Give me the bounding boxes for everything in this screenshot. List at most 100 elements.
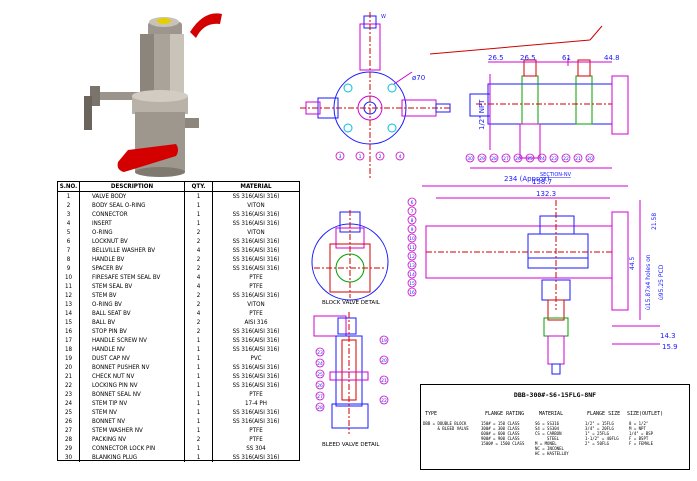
item-balloon: 1 bbox=[355, 151, 365, 161]
balloon-number: 16 bbox=[409, 290, 415, 296]
row-material: PTFE bbox=[249, 391, 263, 398]
row-description: BALL BV bbox=[80, 318, 185, 327]
row-description: BONNET NV bbox=[80, 417, 185, 426]
row-material: SS 316(AISI 316) bbox=[232, 418, 280, 425]
row-sno: 4 bbox=[58, 219, 80, 228]
row-sno: 18 bbox=[58, 345, 80, 354]
row-material: SS 316(AISI 316) bbox=[232, 238, 280, 245]
row-description: STOP PIN BV bbox=[80, 327, 185, 336]
row-description: SPACER BV bbox=[80, 264, 185, 273]
item-balloon: 13 bbox=[407, 260, 417, 270]
product-photo bbox=[84, 13, 222, 177]
balloon-circle bbox=[407, 269, 417, 279]
row-material: SS 316(AISI 316) bbox=[232, 373, 280, 380]
row-material: SS 316(AISI 316) bbox=[232, 454, 280, 461]
row-sno: 23 bbox=[58, 390, 80, 399]
balloon-number: 23 bbox=[317, 350, 323, 356]
row-qty: 1 bbox=[185, 453, 213, 462]
row-material: SS 316(AISI 316) bbox=[232, 211, 280, 218]
ordering-code-box: DBB-300#-S6-15FLG-8NF TYPE FLANGE RATING… bbox=[420, 384, 690, 470]
row-qty: 1 bbox=[185, 390, 213, 399]
row-description: STEM TIP NV bbox=[80, 399, 185, 408]
row-sno: 27 bbox=[58, 426, 80, 435]
balloon-number: 27 bbox=[503, 156, 509, 162]
row-description: BALL SEAT BV bbox=[80, 309, 185, 318]
row-description: HANDLE SCREW NV bbox=[80, 336, 185, 345]
row-description: BELLVILLE WASHER BV bbox=[80, 246, 185, 255]
dim-15-9: 15.9 bbox=[662, 343, 678, 351]
balloon-circle bbox=[355, 151, 365, 161]
row-description: STEM BV bbox=[80, 291, 185, 300]
balloon-number: 6 bbox=[411, 200, 414, 206]
row-qty: 4 bbox=[185, 273, 213, 282]
item-balloon: 24 bbox=[537, 153, 547, 163]
row-sno: 5 bbox=[58, 228, 80, 237]
item-balloon: 11 bbox=[407, 242, 417, 252]
row-material: SS 316(AISI 316) bbox=[232, 337, 280, 344]
balloon-number: 8 bbox=[411, 218, 414, 224]
item-balloon: 23 bbox=[549, 153, 559, 163]
row-material: VITON bbox=[247, 229, 265, 236]
item-balloon: 7 bbox=[407, 206, 417, 216]
code-list-outlet: 8 = 1/2" M = NPT 1/4" = BSP F = BSPT F =… bbox=[629, 421, 654, 446]
row-description: O-RING bbox=[80, 228, 185, 237]
row-sno: 2 bbox=[58, 201, 80, 210]
row-description: LOCKNUT BV bbox=[80, 237, 185, 246]
row-material: SS 316(AISI 316) bbox=[232, 265, 280, 272]
row-sno: 17 bbox=[58, 336, 80, 345]
code-list-type: DBB = DOUBLE BLOCK & BLEED VALVE bbox=[423, 421, 469, 431]
item-balloon: 28 bbox=[489, 153, 499, 163]
row-material: AISI 316 bbox=[244, 319, 268, 326]
row-qty: 4 bbox=[185, 246, 213, 255]
balloon-circle bbox=[315, 402, 325, 412]
item-balloon: 4 bbox=[395, 151, 405, 161]
balloon-circle bbox=[561, 153, 571, 163]
block-valve-title: BLOCK VALVE DETAIL bbox=[322, 300, 381, 306]
balloon-circle bbox=[407, 215, 417, 225]
balloon-circle bbox=[549, 153, 559, 163]
overall-length: 234 (Approx) bbox=[504, 175, 550, 183]
item-balloon: 29 bbox=[477, 153, 487, 163]
balloon-number: 22 bbox=[381, 398, 387, 404]
dim-158-7: 158.7 bbox=[532, 178, 552, 186]
row-material: SS 316(AISI 316) bbox=[232, 382, 280, 389]
balloon-number: 24 bbox=[539, 156, 545, 162]
row-sno: 7 bbox=[58, 246, 80, 255]
code-label-rating: FLANGE RATING bbox=[485, 411, 525, 417]
header-description: DESCRIPTION bbox=[80, 182, 185, 191]
row-material: SS 316(AISI 316) bbox=[232, 364, 280, 371]
balloon-number: 4 bbox=[399, 154, 402, 160]
row-description: HANDLE NV bbox=[80, 345, 185, 354]
row-qty: 2 bbox=[185, 255, 213, 264]
balloon-number: 29 bbox=[479, 156, 485, 162]
balloon-number: 2 bbox=[379, 154, 382, 160]
balloon-circle bbox=[407, 287, 417, 297]
row-material: 17-4 PH bbox=[245, 400, 267, 407]
item-balloon: 26 bbox=[513, 153, 523, 163]
balloon-number: 19 bbox=[381, 338, 387, 344]
row-qty: 1 bbox=[185, 399, 213, 408]
row-description: FIRESAFE STEM SEAL BV bbox=[80, 273, 185, 282]
balloon-number: 12 bbox=[409, 254, 415, 260]
item-balloon: 25 bbox=[315, 369, 325, 379]
row-qty: 1 bbox=[185, 372, 213, 381]
balloon-circle bbox=[489, 153, 499, 163]
row-sno: 26 bbox=[58, 417, 80, 426]
row-material: PTFE bbox=[249, 427, 263, 434]
dim-14-3: 14.3 bbox=[660, 332, 676, 340]
row-material: PTFE bbox=[249, 310, 263, 317]
row-sno: 21 bbox=[58, 372, 80, 381]
balloon-circle bbox=[407, 206, 417, 216]
item-balloon: 15 bbox=[407, 278, 417, 288]
